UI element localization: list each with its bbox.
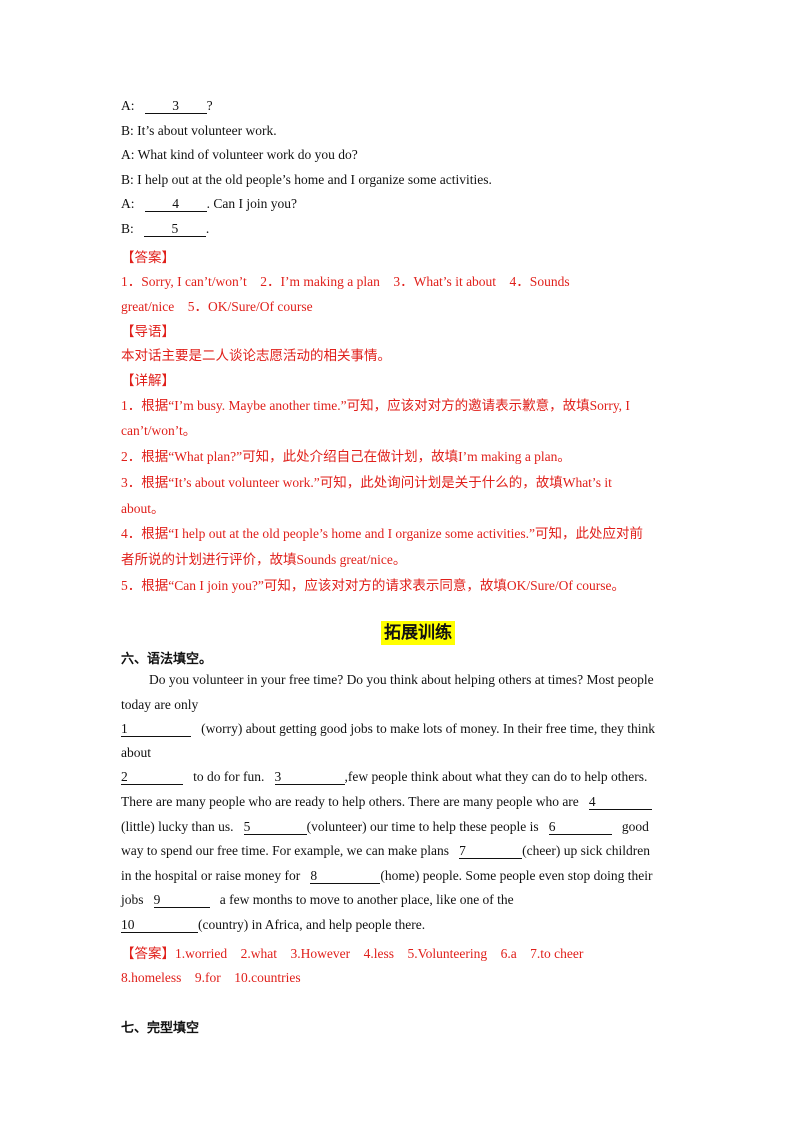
detail-4a: 4．根据“I help out at the old people’s home…: [121, 526, 644, 541]
part6-line-3: 1 (worry) about getting good jobs to mak…: [121, 721, 656, 737]
part6-line-4: about: [121, 745, 151, 760]
dialogue-b2: B: I help out at the old people’s home a…: [121, 172, 492, 187]
detail-1a: 1．根据“I’m busy. Maybe another time.”可知，应该…: [121, 398, 630, 413]
part6-line-11: 10(country) in Africa, and help people t…: [121, 917, 426, 933]
part6-line-5: 2 to do for fun. 3,few people think abou…: [121, 769, 648, 785]
part6-line-6: There are many people who are ready to h…: [121, 794, 652, 810]
part6-line-9: in the hospital or raise money for 8(hom…: [121, 868, 653, 884]
part6-line-10: jobs 9 a few months to move to another p…: [121, 892, 514, 908]
dialogue-b1: B: It’s about volunteer work.: [121, 123, 277, 138]
detail-3b: about。: [121, 501, 165, 516]
grammar-blank-1: 1: [121, 722, 191, 737]
detail-1b: can’t/won’t。: [121, 423, 197, 438]
detail-2: 2．根据“What plan?”可知，此处介绍自己在做计划，故填I’m maki…: [121, 449, 571, 464]
grammar-blank-9: 9: [153, 893, 210, 908]
section-heading: 拓展训练: [381, 621, 455, 645]
grammar-blank-8: 8: [310, 869, 381, 884]
grammar-blank-6: 6: [548, 820, 612, 835]
part6-line-7: (little) lucky than us. 5(volunteer) our…: [121, 819, 649, 835]
dialogue-a3: A: 3?: [121, 98, 213, 114]
dialogue-a4: A: 4. Can I join you?: [121, 196, 297, 212]
part6-line-8: way to spend our free time. For example,…: [121, 843, 650, 859]
detail-5: 5．根据“Can I join you?”可知，应该对对方的请求表示同意，故填O…: [121, 578, 625, 593]
answer-line-2: great/nice 5．OK/Sure/Of course: [121, 299, 313, 314]
answer-line-1: 1．Sorry, I can’t/won’t 2．I’m making a pl…: [121, 274, 570, 289]
grammar-blank-7: 7: [459, 844, 523, 859]
answer-tag: 【答案】: [121, 250, 175, 265]
blank-3: 3: [144, 99, 207, 114]
blank-5: 5: [143, 222, 206, 237]
part7-title: 七、完型填空: [121, 1021, 200, 1036]
part6-answer-line-2: 8.homeless 9.for 10.countries: [121, 970, 301, 985]
part6-p1: Do you volunteer in your free time? Do y…: [149, 672, 654, 687]
grammar-blank-10: 10: [121, 918, 198, 933]
grammar-blank-5: 5: [243, 820, 307, 835]
part6-answer-line-1: 【答案】1.worried 2.what 3.However 4.less 5.…: [121, 946, 584, 961]
blank-4: 4: [144, 197, 207, 212]
detail-3a: 3．根据“It’s about volunteer work.”可知，此处询问计…: [121, 475, 612, 490]
dialogue-a2: A: What kind of volunteer work do you do…: [121, 147, 358, 162]
dialogue-b5: B: 5.: [121, 221, 210, 237]
detail-tag: 【详解】: [121, 373, 175, 388]
grammar-blank-3: 3: [274, 770, 345, 785]
grammar-blank-2: 2: [121, 770, 183, 785]
guide-tag: 【导语】: [121, 324, 175, 339]
part6-p2: today are only: [121, 697, 199, 712]
part6-title: 六、语法填空。: [121, 652, 213, 667]
detail-4b: 者所说的计划进行评价，故填Sounds great/nice。: [121, 552, 407, 567]
grammar-blank-4: 4: [588, 795, 652, 810]
guide-text: 本对话主要是二人谈论志愿活动的相关事情。: [121, 348, 391, 363]
